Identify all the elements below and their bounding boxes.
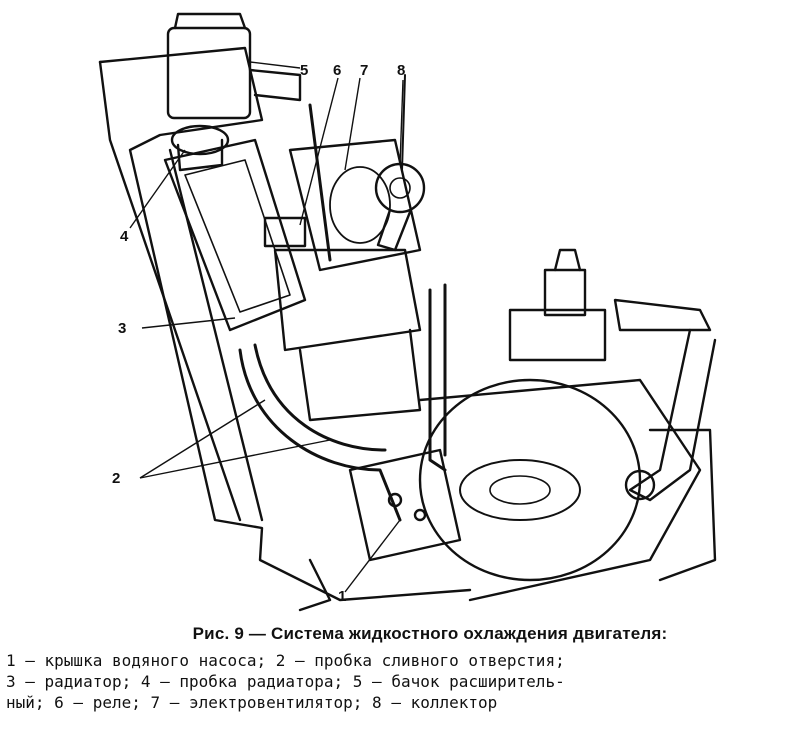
callout-1: 1 — [338, 588, 347, 605]
collector — [374, 162, 426, 214]
leader-8 — [399, 79, 404, 166]
radiator-core — [184, 159, 291, 313]
expansion-tank — [166, 26, 252, 120]
crankcase-cover — [418, 378, 642, 582]
caption-line-1: 1 — крышка водяного насоса; 2 — пробка с… — [6, 651, 565, 670]
leader-6 — [299, 77, 339, 226]
relay — [263, 216, 307, 248]
leader-2b — [139, 439, 331, 479]
radiator-cap — [170, 124, 230, 156]
relay-rod — [308, 103, 332, 262]
leader-2a — [139, 399, 266, 479]
leader-7 — [344, 77, 361, 171]
leader-5 — [249, 61, 301, 69]
upper-hose — [428, 288, 447, 472]
callout-2: 2 — [112, 470, 121, 487]
carburetor — [508, 308, 607, 362]
electric-fan — [288, 138, 422, 272]
fan-shroud — [273, 248, 422, 352]
callout-3: 3 — [118, 320, 127, 337]
tank-cap — [173, 12, 247, 30]
caption-title: Рис. 9 — Система жидкостного охлаждения … — [192, 624, 668, 643]
callout-8: 8 — [397, 62, 406, 79]
leader-1 — [344, 519, 401, 593]
kickstarter — [613, 298, 712, 332]
tank-hose — [248, 68, 302, 102]
leader-4 — [129, 149, 186, 229]
callout-7: 7 — [360, 62, 369, 79]
fan-hub — [329, 166, 391, 244]
callout-4: 4 — [120, 228, 129, 245]
engine-drawing — [98, 12, 717, 612]
frame-inner-edge — [168, 148, 264, 522]
caption-line-3: ный; 6 — реле; 7 — электровентилятор; 8 … — [6, 693, 498, 712]
leader-3 — [141, 317, 236, 329]
frame-left-edge — [98, 60, 242, 522]
lower-hose — [238, 348, 402, 522]
engine-cooling-illustration: 5 6 7 8 4 3 2 1 — [98, 12, 717, 612]
callout-6: 6 — [333, 62, 342, 79]
callout-5: 5 — [300, 62, 309, 79]
figure-caption: Рис. 9 — Система жидкостного охлаждения … — [0, 624, 800, 713]
water-pump-cover — [348, 448, 462, 562]
caption-line-2: 3 — радиатор; 4 — пробка радиатора; 5 — … — [6, 672, 565, 691]
